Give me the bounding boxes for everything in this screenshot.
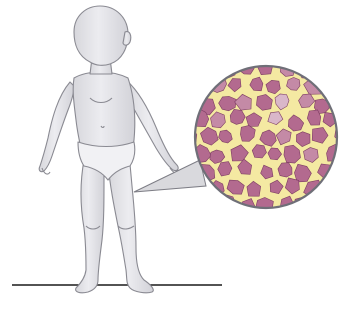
muscle-fiber xyxy=(293,197,312,216)
child-ear xyxy=(123,32,131,46)
child-left-arm xyxy=(39,82,74,172)
magnified-tissue-inset xyxy=(182,60,349,216)
child-figure xyxy=(39,6,178,293)
muscle-fiber xyxy=(255,197,273,215)
child-head xyxy=(74,6,128,65)
muscle-fiber xyxy=(220,64,236,78)
